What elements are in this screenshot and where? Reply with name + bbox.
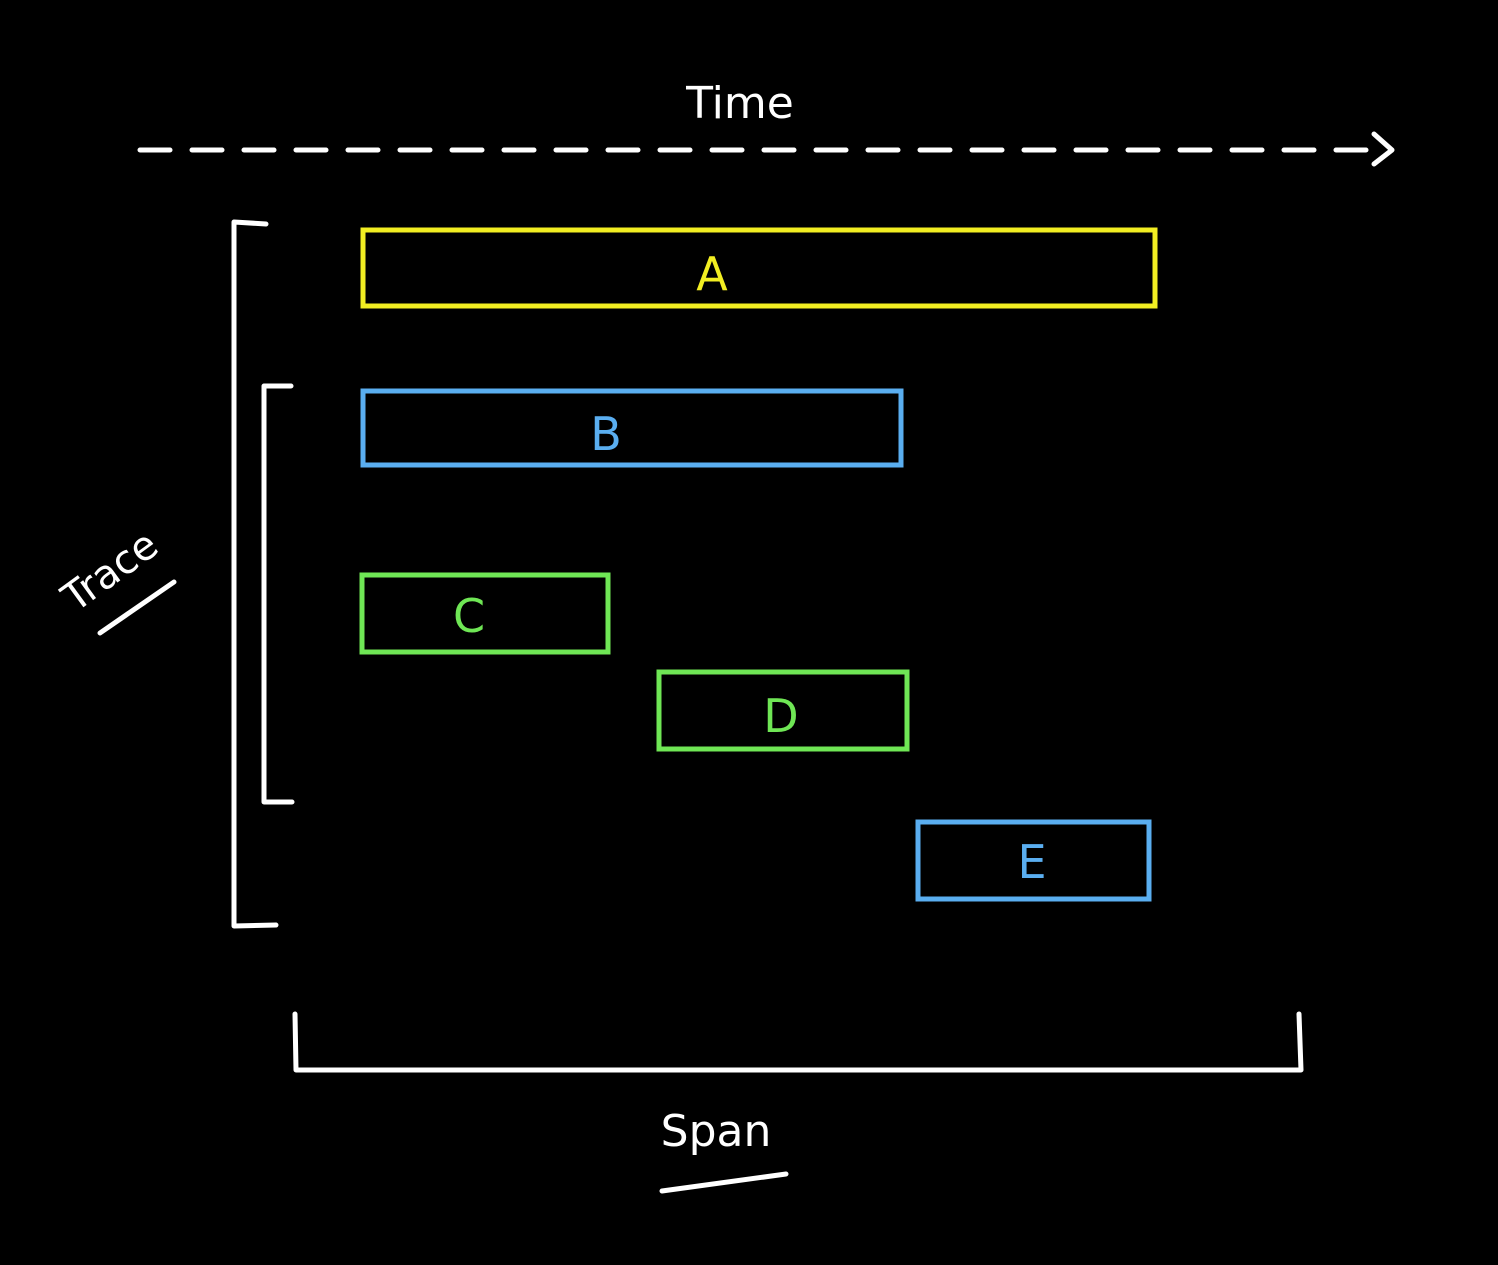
time-axis-label: Time <box>685 78 794 129</box>
span-bracket <box>292 1011 1304 1073</box>
span-d-label: D <box>763 689 798 743</box>
trace-bracket-outer <box>231 219 279 929</box>
trace-label-underline <box>97 579 177 636</box>
span-c-label: C <box>453 589 485 643</box>
span-label-underline <box>659 1171 789 1194</box>
span-a-label: A <box>696 247 728 301</box>
span-a-box <box>360 227 1158 309</box>
span-b-label: B <box>590 407 622 461</box>
span-d-box <box>656 669 910 752</box>
trace-label: Trace <box>53 522 167 622</box>
trace-bracket-inner <box>261 383 295 805</box>
span-b-box <box>360 388 904 468</box>
span-label: Span <box>661 1106 772 1157</box>
span-e-box <box>915 819 1152 902</box>
time-axis-arrowhead <box>1371 131 1395 167</box>
span-e-label: E <box>1017 835 1046 889</box>
span-c-box <box>359 572 611 655</box>
